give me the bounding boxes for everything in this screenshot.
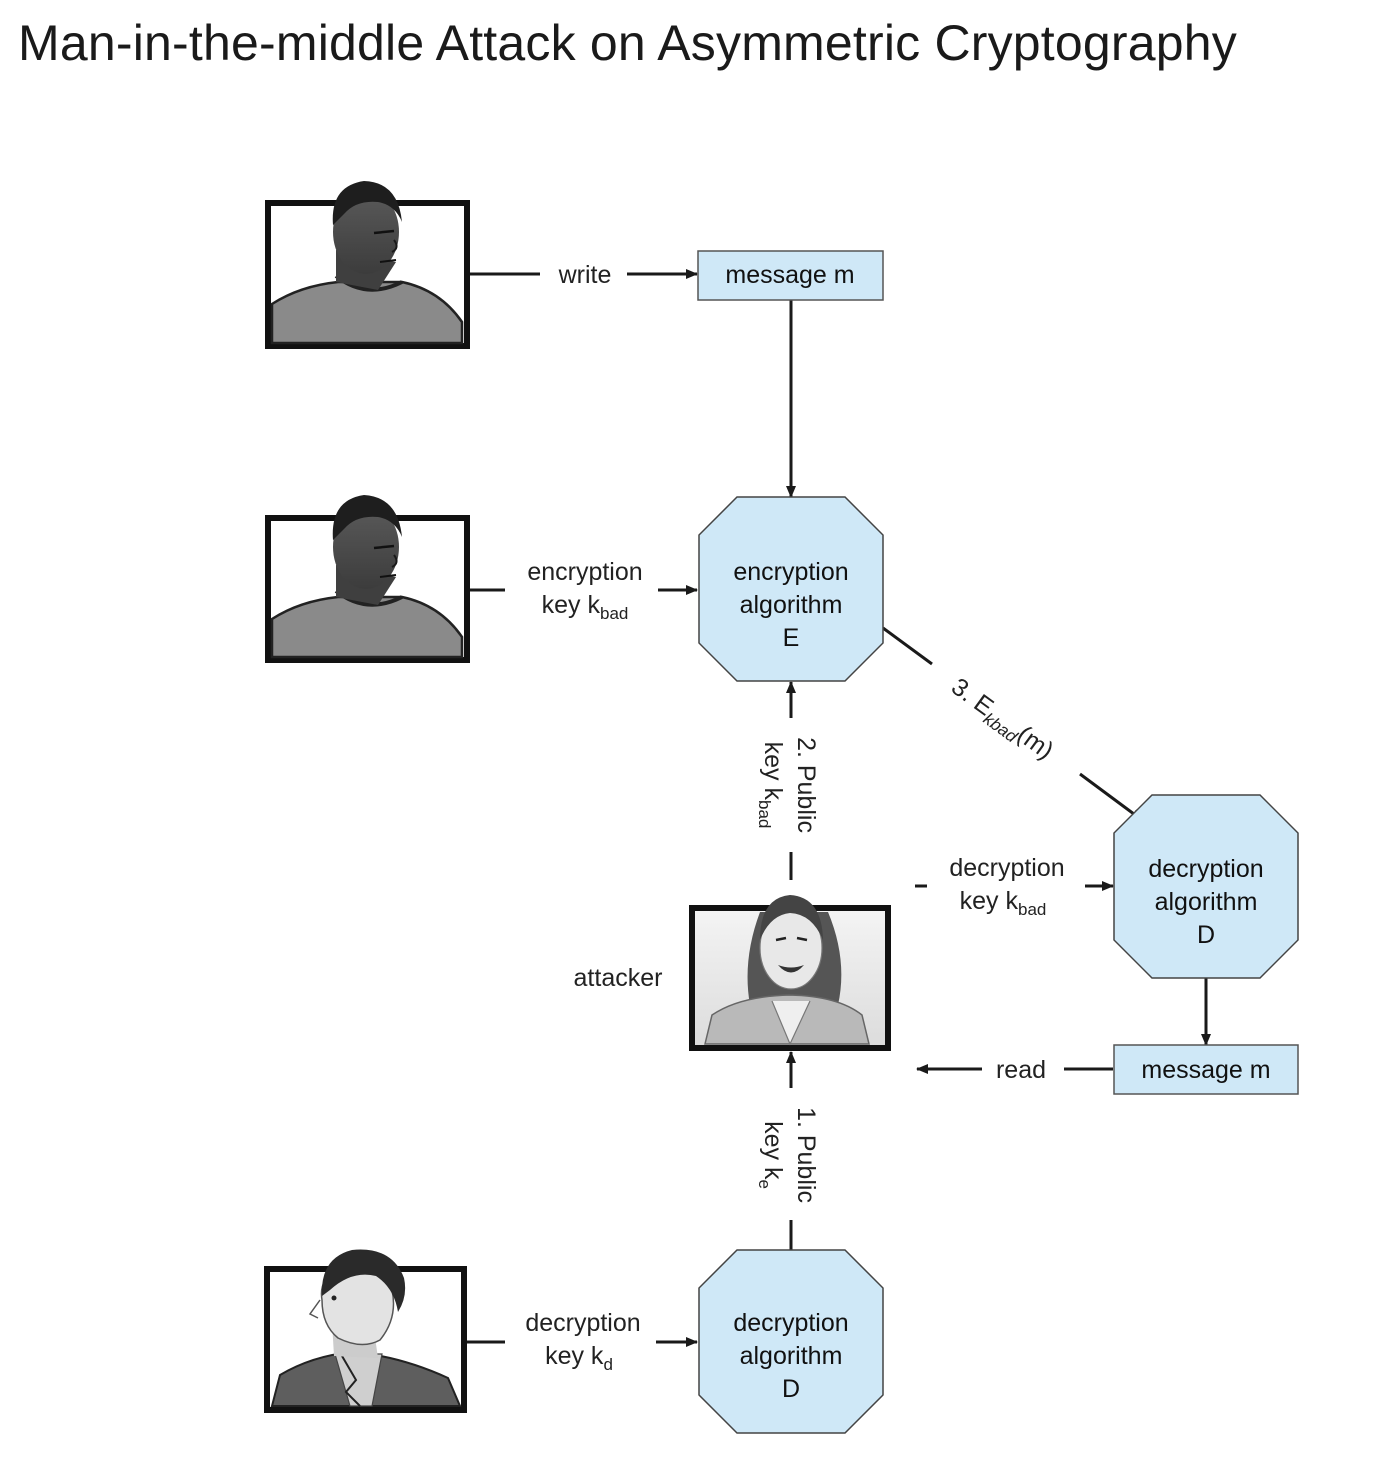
enc-node-line1: encryption xyxy=(733,558,848,586)
dec-key-bottom-label-line1: decryption xyxy=(525,1309,640,1337)
message-box-bottom: message m xyxy=(1113,1044,1299,1095)
step2-label-line1: 2. Public xyxy=(792,737,820,833)
step1-label-line2: key ke xyxy=(755,1121,787,1189)
dec-bottom-line3: D xyxy=(782,1375,800,1403)
encryption-algorithm-node: encryption algorithm E xyxy=(698,496,884,682)
step3-label: 3. Ekbad(m) xyxy=(944,673,1059,769)
enc-node-line2: algorithm xyxy=(740,591,843,619)
step3-line-a xyxy=(882,626,933,666)
dec-key-right-label-line2: key kbad xyxy=(960,887,1047,919)
dec-bottom-line1: decryption xyxy=(733,1309,848,1337)
step3-label-text: 3. Ekbad(m) xyxy=(944,673,1059,769)
enc-node-line3: E xyxy=(783,624,800,652)
message-box-top-label: message m xyxy=(725,261,854,289)
step1-label-line1: 1. Public xyxy=(792,1107,820,1203)
enc-key-label-line2: key kbad xyxy=(542,591,629,623)
dec-key-right-label-line1: decryption xyxy=(949,854,1064,882)
sender-portrait-write xyxy=(265,181,470,349)
dec-key-bottom-label-line2: key kd xyxy=(545,1342,613,1374)
step2-label: 2. Public key kbad xyxy=(755,737,820,833)
enc-key-label-line1: encryption xyxy=(527,558,642,586)
message-box-bottom-label: message m xyxy=(1141,1056,1270,1084)
step1-label: 1. Public key ke xyxy=(755,1107,820,1203)
dec-bottom-line2: algorithm xyxy=(740,1342,843,1370)
write-label: write xyxy=(558,261,612,289)
dec-right-line3: D xyxy=(1197,921,1215,949)
step3-arrow xyxy=(1079,772,1143,822)
sender-portrait-key xyxy=(265,495,470,663)
connectors xyxy=(466,269,1211,1347)
dec-right-line2: algorithm xyxy=(1155,888,1258,916)
message-box-top: message m xyxy=(697,250,884,301)
decryption-algorithm-node-right: decryption algorithm D xyxy=(1113,794,1299,979)
receiver-portrait xyxy=(264,1249,467,1413)
decryption-algorithm-node-bottom: decryption algorithm D xyxy=(698,1249,884,1434)
step2-label-line2: key kbad xyxy=(755,742,787,829)
dec-right-line1: decryption xyxy=(1148,855,1263,883)
read-label: read xyxy=(996,1056,1046,1084)
attacker-label: attacker xyxy=(574,964,663,992)
attacker-portrait xyxy=(689,895,891,1051)
page-title: Man-in-the-middle Attack on Asymmetric C… xyxy=(18,15,1237,71)
